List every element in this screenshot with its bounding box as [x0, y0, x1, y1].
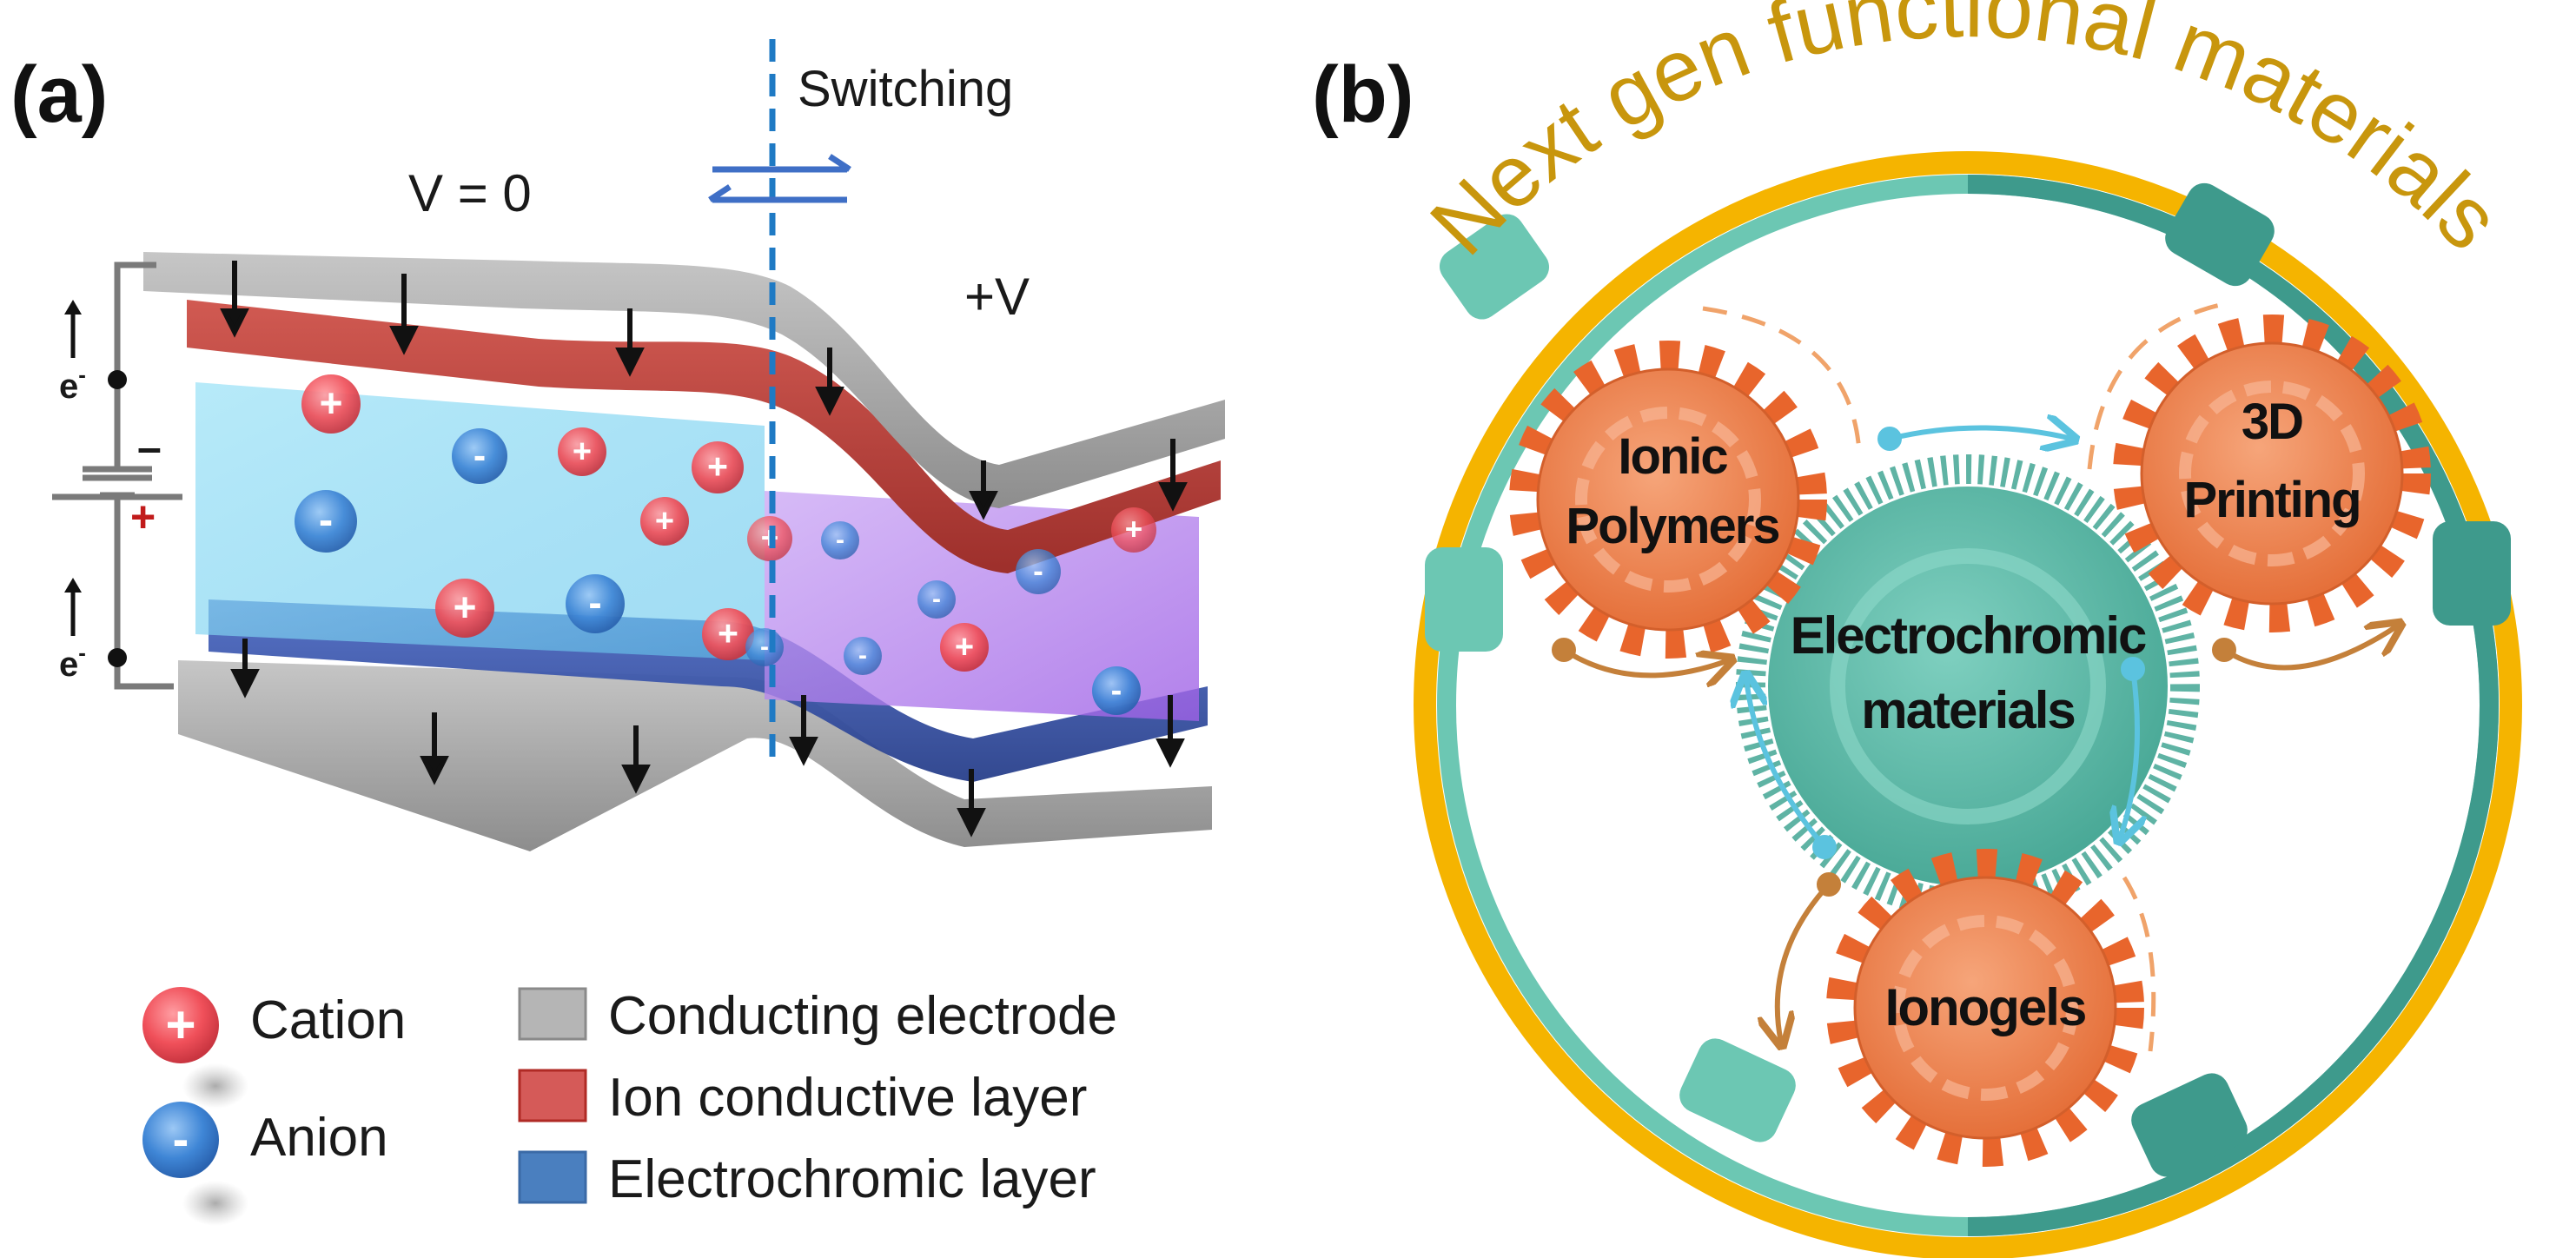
gear-ionic-polymers: Ionic Polymers [1509, 341, 1827, 659]
anion-sign: - [858, 641, 867, 670]
cation-sign: + [1125, 513, 1142, 546]
anion-sign: - [1033, 554, 1043, 588]
cation-sign: + [707, 447, 728, 487]
legend-cation-label: Cation [250, 990, 406, 1050]
gear-3d-printing: 3D Printing [2113, 314, 2431, 632]
center-label-line2: materials [1861, 681, 2075, 739]
anion-sign: - [319, 497, 333, 544]
circuit-wire [83, 262, 174, 690]
gear-left-line2: Polymers [1566, 498, 1778, 554]
anion-shadow [182, 1181, 248, 1226]
cation-sign: + [718, 613, 738, 653]
anion-ion [821, 521, 859, 559]
anion-sign: - [1111, 672, 1122, 709]
anion-ion [566, 574, 625, 633]
ion-conductive-layer-shape [187, 300, 1221, 573]
panel-a: (a) – + e- e- [10, 39, 1225, 1226]
anion-ion [295, 490, 357, 553]
cation-ion [435, 579, 494, 638]
ring-tabs [1425, 182, 2511, 1177]
cation-sign: + [320, 380, 343, 425]
anion-sign: - [473, 434, 486, 476]
legend-ec-layer-swatch [518, 1150, 587, 1204]
switch-arrows-icon [708, 154, 851, 203]
anion-sign: - [932, 585, 941, 613]
center-gear-body [1768, 487, 2168, 886]
gear-bottom-label: Ionogels [1885, 978, 2086, 1036]
cation-ion [940, 623, 989, 672]
cation-ion [1111, 507, 1156, 553]
anion-ion [1092, 666, 1141, 715]
gear-ionogels: Ionogels [1826, 849, 2144, 1167]
legend-conducting-label: Conducting electrode [608, 986, 1117, 1046]
dashed-orbit-arcs [1702, 301, 2225, 1052]
legend-conducting-swatch [518, 987, 587, 1041]
gear-left-line1: Ionic [1618, 428, 1727, 485]
panel-a-label: (a) [10, 50, 108, 139]
legend: + Cation - Anion Conducting electrode Io… [142, 986, 1117, 1226]
anion-sign: - [588, 579, 601, 625]
wire-node-top [108, 370, 127, 389]
legend-anion-label: Anion [250, 1108, 388, 1168]
center-gear: Electrochromic materials [1736, 454, 2200, 918]
cation-ion [558, 427, 606, 476]
electron-label-top: e- [59, 361, 86, 406]
cation-sign: + [454, 584, 477, 629]
cation-ion [640, 497, 689, 546]
gear-right-line1: 3D [2242, 394, 2302, 450]
cycle-arrows-brown [1552, 626, 2398, 1043]
anion-ion [452, 428, 507, 484]
cation-sign: + [573, 434, 592, 470]
voltage-zero-label: V = 0 [408, 164, 532, 222]
anion-ion [917, 580, 956, 619]
cycle-arrows-cyan [1746, 428, 2142, 859]
cation-ion [702, 608, 754, 660]
cation-sign: + [655, 503, 674, 540]
electron-arrowhead-top [64, 300, 82, 314]
top-electrode [143, 252, 1225, 508]
anion-sign: - [836, 526, 844, 554]
anion-ion [844, 637, 882, 675]
legend-ion-layer-label: Ion conductive layer [608, 1068, 1087, 1128]
wire-node-bottom [108, 648, 127, 667]
battery-plus-sign: + [130, 493, 156, 541]
legend-anion-icon [142, 1102, 219, 1178]
gear-right-line2: Printing [2183, 472, 2360, 528]
switching-label: Switching [798, 61, 1013, 117]
voltage-plus-label: +V [964, 268, 1030, 326]
panel-b: (b) Next gen functional materials Electr… [1312, 0, 2522, 1258]
outer-ring [1414, 151, 2522, 1258]
cation-ion [301, 374, 361, 434]
field-arrows [220, 261, 1188, 838]
bottom-electrode [178, 660, 1212, 851]
legend-cation-symbol: + [165, 996, 195, 1054]
cation-sign: + [955, 629, 974, 665]
ions-group: +-++-++--++---+--+ [295, 374, 1156, 715]
anion-sign: - [760, 632, 769, 661]
panel-b-label: (b) [1312, 50, 1414, 139]
cation-ion [692, 441, 744, 493]
electron-label-bottom: e- [59, 639, 86, 684]
legend-anion-symbol: - [173, 1111, 189, 1166]
cation-shadow [182, 1063, 248, 1109]
legend-cation-icon [142, 987, 219, 1063]
electron-arrowhead-bottom [64, 578, 82, 593]
legend-ion-layer-swatch [518, 1069, 587, 1122]
center-label-line1: Electrochromic [1791, 606, 2146, 665]
battery-minus-sign: – [137, 423, 162, 472]
electrolyte-left [195, 382, 765, 660]
legend-ec-layer-label: Electrochromic layer [608, 1149, 1096, 1209]
anion-ion [1016, 549, 1061, 594]
